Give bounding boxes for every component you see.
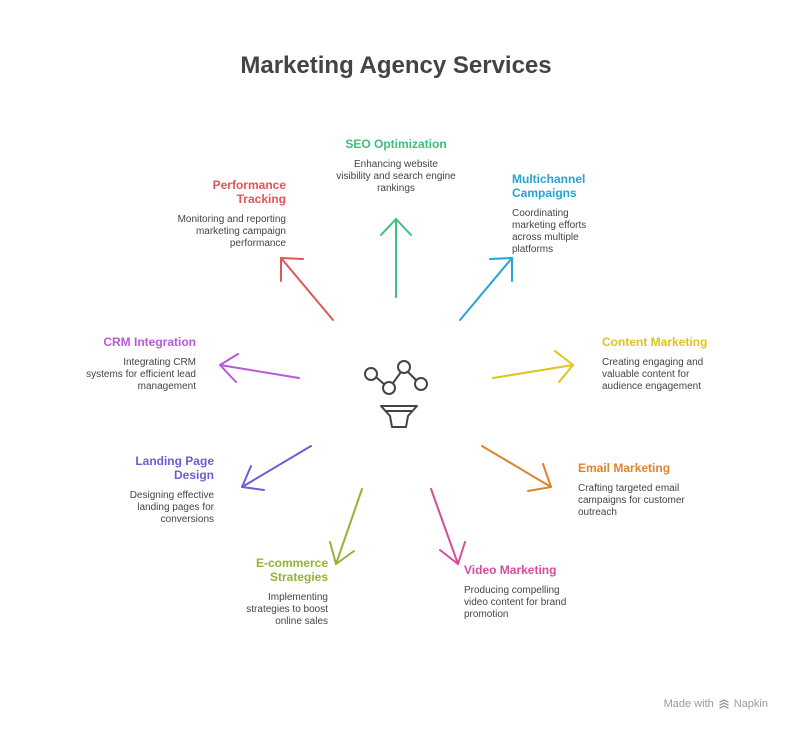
node-description: Crafting targeted email campaigns for cu… xyxy=(578,483,685,518)
node-performance-tracking: Performance Tracking Monitoring and repo… xyxy=(176,178,286,250)
arrow-performance-tracking xyxy=(280,257,334,321)
node-label: Multichannel Campaigns xyxy=(512,172,586,200)
node-description: Designing effective landing pages for co… xyxy=(129,490,214,525)
node-landing-page-design: Landing Page Design Designing effective … xyxy=(114,454,214,526)
node-description: Integrating CRM systems for efficient le… xyxy=(86,357,196,392)
node-description: Coordinating marketing efforts across mu… xyxy=(512,208,587,255)
node-label: CRM Integration xyxy=(103,335,196,349)
watermark-brand: Napkin xyxy=(733,698,768,710)
node-seo-optimization: SEO Optimization Enhancing website visib… xyxy=(336,137,456,195)
node-label: E-commerce Strategies xyxy=(255,556,328,584)
node-description: Enhancing website visibility and search … xyxy=(336,159,456,194)
arrow-crm-integration xyxy=(219,353,300,383)
arrow-landing-page-design xyxy=(241,445,312,491)
node-email-marketing: Email Marketing Crafting targeted email … xyxy=(578,461,688,519)
node-ecommerce-strategies: E-commerce Strategies Implementing strat… xyxy=(228,556,328,628)
node-description: Producing compelling video content for b… xyxy=(464,585,567,620)
node-label: Landing Page Design xyxy=(135,454,214,482)
node-video-marketing: Video Marketing Producing compelling vid… xyxy=(464,563,574,621)
page-title: Marketing Agency Services xyxy=(240,52,552,79)
node-label: Email Marketing xyxy=(578,461,671,475)
node-description: Creating engaging and valuable content f… xyxy=(602,357,704,392)
node-description: Monitoring and reporting marketing campa… xyxy=(177,214,286,249)
arrow-video-marketing xyxy=(430,488,466,565)
made-with-napkin[interactable]: Made with Napkin xyxy=(664,698,768,710)
node-label: Content Marketing xyxy=(602,335,708,349)
arrow-seo-optimization xyxy=(380,218,412,298)
arrow-multichannel-campaigns xyxy=(459,257,513,321)
node-crm-integration: CRM Integration Integrating CRM systems … xyxy=(86,335,196,393)
node-multichannel-campaigns: Multichannel Campaigns Coordinating mark… xyxy=(512,172,612,256)
node-content-marketing: Content Marketing Creating engaging and … xyxy=(602,335,712,393)
node-label: SEO Optimization xyxy=(345,137,447,151)
node-label: Video Marketing xyxy=(464,563,557,577)
node-description: Implementing strategies to boost online … xyxy=(246,592,328,627)
node-label: Performance Tracking xyxy=(212,178,286,206)
analytics-funnel-icon xyxy=(364,360,428,428)
arrow-ecommerce-strategies xyxy=(329,488,363,565)
napkin-logo-icon xyxy=(719,699,729,709)
arrow-content-marketing xyxy=(492,350,574,383)
arrow-email-marketing xyxy=(481,445,552,492)
watermark-prefix: Made with xyxy=(663,698,714,710)
